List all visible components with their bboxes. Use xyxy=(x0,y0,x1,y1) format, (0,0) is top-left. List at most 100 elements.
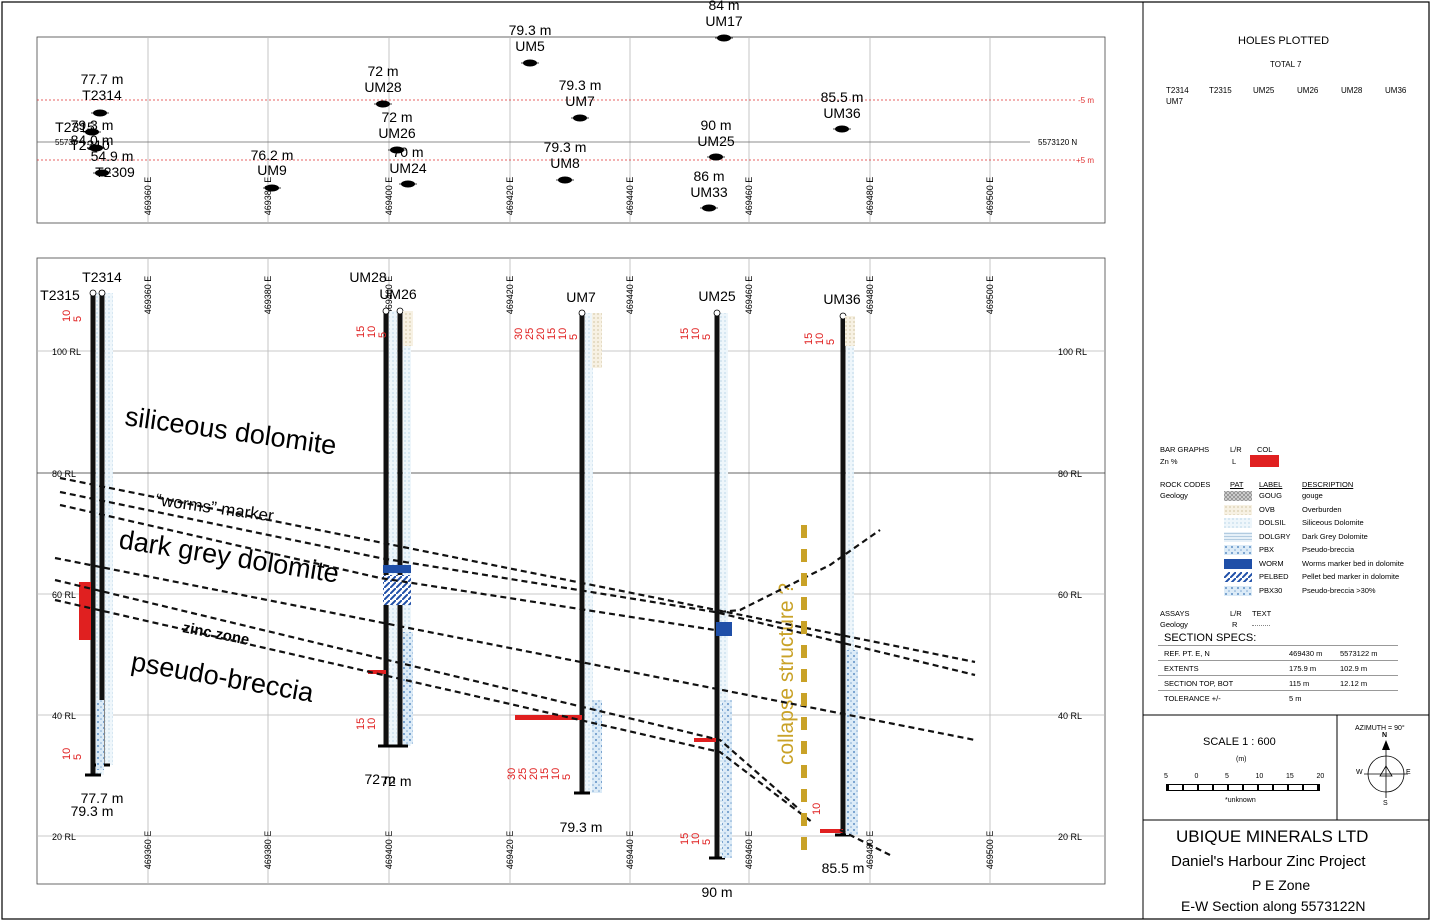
assay-scale-tick-label: 15 xyxy=(539,768,551,780)
section-specs-value-n: 5573122 m xyxy=(1340,649,1378,658)
rock-code-description: gouge xyxy=(1302,491,1323,500)
section-specs-value-e: 115 m xyxy=(1289,679,1310,688)
plan-hole-id-label: UM33 xyxy=(690,184,728,200)
um25-assay-bar xyxy=(694,738,716,742)
scale-tick-label: 0 xyxy=(1194,773,1199,780)
assay-scale-tick-label: 10 xyxy=(366,718,378,730)
zn-label: Zn % xyxy=(1160,457,1178,466)
plan-hole-depth-label: 54.9 m xyxy=(91,148,134,164)
section-easting-bottom-label: 469400 E xyxy=(384,831,394,870)
hole-um7-geology-strip xyxy=(585,313,593,793)
assays-lr-header: L/R xyxy=(1230,609,1242,618)
scale-tick-label: 15 xyxy=(1286,773,1294,780)
um26-worm-band xyxy=(383,565,411,573)
um36-pbx-band xyxy=(846,650,858,835)
unit-label-collapse: collapse structure ? xyxy=(775,583,798,765)
rock-code-label: PBX30 xyxy=(1259,585,1283,595)
section-specs-value-n: 102.9 m xyxy=(1340,664,1368,673)
t2315-pbx-band xyxy=(96,700,104,770)
rock-code-pattern-swatch xyxy=(1224,585,1252,596)
assay-scale-tick-label: 5 xyxy=(72,754,84,760)
hole-um26-collar-icon xyxy=(396,307,404,315)
assay-scale-tick-label: 10 xyxy=(557,328,569,340)
contact-dashed-line xyxy=(719,529,881,614)
section-easting-bottom-label: 469360 E xyxy=(143,831,153,870)
hole-um26-geology-strip xyxy=(403,311,411,746)
label-header: LABEL xyxy=(1259,480,1283,489)
zone-name: P E Zone xyxy=(1252,877,1311,893)
plan-offset-minus-label: -5 m xyxy=(1078,96,1094,105)
section-specs-value-e: 175.9 m xyxy=(1289,664,1317,673)
hole-t2315-trace xyxy=(99,293,105,765)
section-easting-top-label: 469460 E xyxy=(744,276,754,315)
assay-scale-tick-label: 5 xyxy=(701,839,713,845)
rock-code-pattern-fill xyxy=(1224,531,1252,542)
zn-color-swatch xyxy=(1250,455,1279,467)
contact-dashed-line xyxy=(59,490,976,677)
scale-unknown-note: *unknown xyxy=(1225,797,1256,804)
section-specs-label: EXTENTS xyxy=(1164,664,1199,673)
section-specs-value-e: 5 m xyxy=(1289,694,1302,703)
contact-dashed-line xyxy=(59,503,716,632)
assays-label: ASSAYS xyxy=(1160,609,1190,618)
plan-hole-id-label: UM9 xyxy=(257,162,287,178)
hole-um28-collar-icon xyxy=(382,307,390,315)
plan-easting-label: 469380 E xyxy=(263,177,273,216)
rock-code-label: WORM xyxy=(1259,558,1284,568)
scale-tick-label: 10 xyxy=(1255,773,1264,780)
assay-scale-tick-label: 15 xyxy=(803,333,815,345)
assay-scale-tick-label: 30 xyxy=(513,328,525,340)
hole-um25-collar-icon xyxy=(713,309,721,317)
assay-scale-tick-label: 10 xyxy=(550,768,562,780)
plan-easting-label: 469440 E xyxy=(625,177,635,216)
plan-hole-depth-label: 84.0 m xyxy=(71,132,114,148)
plan-hole-depth-label: 85.5 m xyxy=(821,89,864,105)
section-hole-depth-label: 79.3 m xyxy=(560,819,603,835)
plan-hole-depth-label: 79.3 m xyxy=(509,22,552,38)
section-hole-depth-label: 72 m xyxy=(364,771,395,787)
hole-um25-geology-strip xyxy=(720,313,728,858)
plan-northing-left-label: 5573 xyxy=(55,138,73,147)
rock-code-pattern-fill xyxy=(1224,545,1252,555)
um36-overburden xyxy=(845,316,855,346)
bar-graphs-lr-header: L/R xyxy=(1230,445,1242,454)
plan-hole-id-label: T2315 xyxy=(55,119,95,135)
hole-um7-trace xyxy=(579,313,585,793)
rock-code-pattern-swatch xyxy=(1224,504,1252,515)
plan-hole-depth-label: 79.3 m xyxy=(71,117,114,133)
section-specs-divider xyxy=(1158,660,1398,661)
plan-hole-depth-label: 79.3 m xyxy=(559,77,602,93)
section-rl-left-label: 100 RL xyxy=(52,347,81,357)
section-hole-depth-label: 85.5 m xyxy=(822,860,865,876)
rock-code-pattern-fill xyxy=(1224,558,1252,569)
hole-t2314-trace xyxy=(90,293,96,775)
section-title: E-W Section along 5573122N xyxy=(1181,898,1366,914)
section-easting-top-label: 469480 E xyxy=(865,276,875,315)
unit-label-breccia: pseudo-breccia xyxy=(129,646,317,708)
assays-text-sample xyxy=(1252,625,1270,626)
scale-unit: (m) xyxy=(1236,756,1247,763)
rock-code-description: Dark Grey Dolomite xyxy=(1302,531,1368,541)
assay-scale-tick-label: 10 xyxy=(61,310,73,322)
contact-dashed-line xyxy=(59,476,976,664)
scale-label: SCALE 1 : 600 xyxy=(1203,736,1276,748)
section-rl-left-label: 80 RL xyxy=(52,469,76,479)
um7-assay-bar xyxy=(515,715,582,720)
plan-offset-plus-label: +5 m xyxy=(1076,156,1094,165)
compass-e: E xyxy=(1406,769,1411,776)
assays-text-header: TEXT xyxy=(1252,609,1272,618)
plan-hole-depth-label: 72 m xyxy=(381,109,412,125)
rock-code-label: PELBED xyxy=(1259,572,1289,581)
plan-hole-id-label: T2314 xyxy=(82,87,122,103)
assay-scale-tick-label: 5 xyxy=(568,334,580,340)
t2314-assay-bar xyxy=(79,582,91,640)
rock-code-pattern-fill xyxy=(1224,572,1252,582)
section-rl-right-label: 20 RL xyxy=(1058,832,1082,842)
section-easting-top-label: 469400 E xyxy=(384,276,394,315)
assay-scale-tick-label: 15 xyxy=(679,328,691,340)
project-name: Daniel's Harbour Zinc Project xyxy=(1171,853,1366,870)
hole-um7-collar-icon xyxy=(578,309,586,317)
section-easting-top-label: 469360 E xyxy=(143,276,153,315)
assay-scale-tick-label: 5 xyxy=(701,334,713,340)
